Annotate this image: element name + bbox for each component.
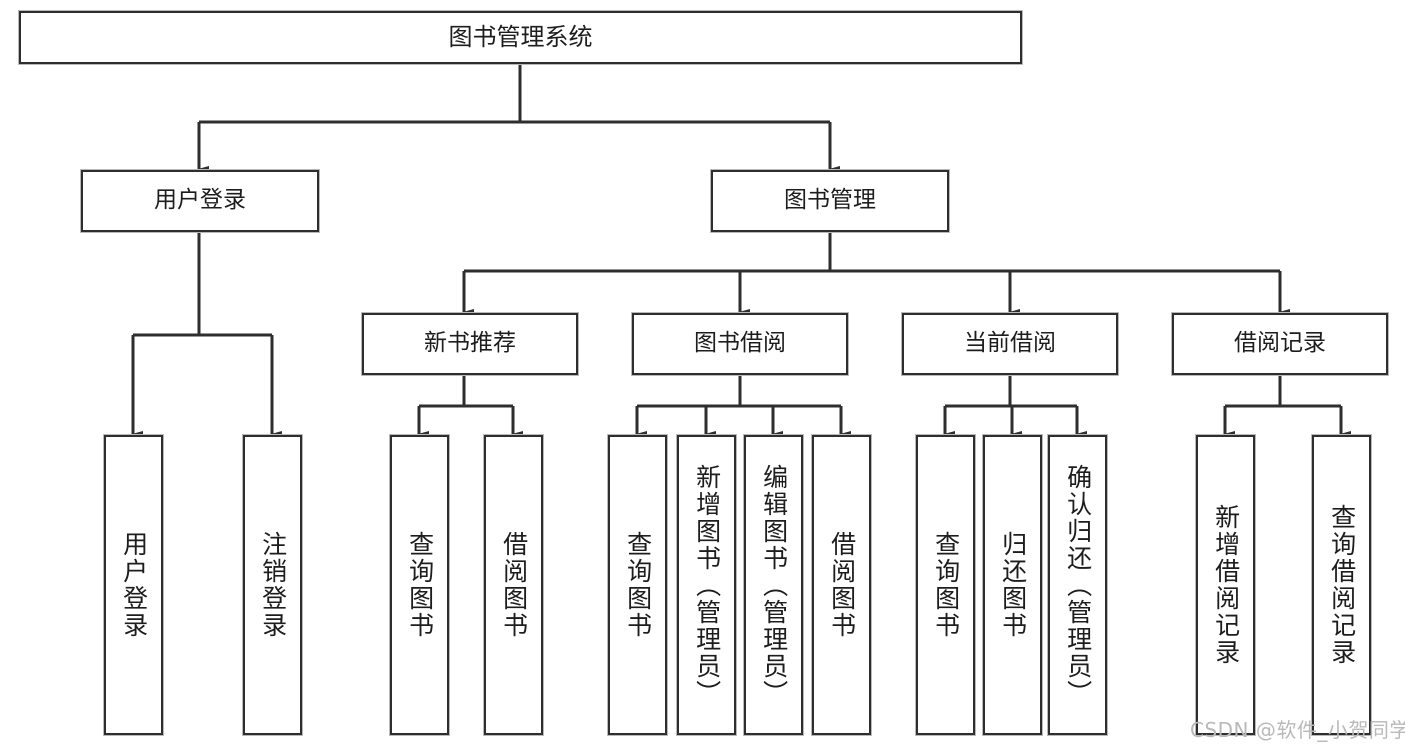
node-user-login[interactable]: 用户登录	[81, 170, 319, 232]
node-label: 图书借阅	[694, 330, 786, 357]
node-root[interactable]: 图书管理系统	[19, 11, 1022, 64]
node-leaf-query-book-1[interactable]: 查询图书	[390, 435, 449, 735]
edge-group	[131, 64, 1351, 437]
node-label: 查询图书	[405, 531, 435, 639]
node-label: 新书推荐	[424, 330, 516, 357]
node-label: 确认归还（管理员）	[1063, 463, 1093, 707]
node-leaf-return-book[interactable]: 归还图书	[983, 435, 1042, 735]
node-label: 当前借阅	[964, 330, 1056, 357]
node-label: 用户登录	[154, 187, 246, 214]
node-label: 借阅图书	[827, 531, 857, 639]
node-label: 编辑图书（管理员）	[759, 463, 789, 707]
node-current-borrow[interactable]: 当前借阅	[902, 313, 1118, 375]
node-leaf-confirm-return[interactable]: 确认归还（管理员）	[1048, 435, 1107, 735]
node-borrow-record[interactable]: 借阅记录	[1172, 313, 1388, 375]
node-leaf-query-book-2[interactable]: 查询图书	[608, 435, 667, 735]
node-label: 图书管理系统	[448, 23, 593, 52]
node-book-borrow[interactable]: 图书借阅	[632, 313, 848, 375]
node-leaf-add-record[interactable]: 新增借阅记录	[1196, 435, 1255, 735]
node-leaf-borrow-book-1[interactable]: 借阅图书	[484, 435, 543, 735]
node-label: 归还图书	[998, 531, 1028, 639]
node-label: 查询图书	[623, 531, 653, 639]
node-leaf-borrow-book-2[interactable]: 借阅图书	[812, 435, 871, 735]
node-leaf-logout[interactable]: 注销登录	[243, 435, 302, 735]
node-new-book-rec[interactable]: 新书推荐	[362, 313, 578, 375]
node-leaf-add-book[interactable]: 新增图书（管理员）	[677, 435, 736, 735]
node-label: 注销登录	[258, 531, 288, 639]
node-label: 查询图书	[931, 531, 961, 639]
node-leaf-edit-book[interactable]: 编辑图书（管理员）	[744, 435, 803, 735]
node-leaf-query-book-3[interactable]: 查询图书	[916, 435, 975, 735]
node-label: 借阅图书	[499, 531, 529, 639]
node-label: 借阅记录	[1234, 330, 1326, 357]
node-label: 新增图书（管理员）	[692, 463, 722, 707]
node-label: 新增借阅记录	[1211, 504, 1241, 666]
node-leaf-query-record[interactable]: 查询借阅记录	[1312, 435, 1371, 735]
node-leaf-user-login[interactable]: 用户登录	[104, 435, 163, 735]
node-label: 用户登录	[119, 531, 149, 639]
node-label: 图书管理	[784, 187, 876, 214]
node-book-manage[interactable]: 图书管理	[711, 170, 949, 232]
watermark-text: CSDN @软件_小贺同学	[1190, 718, 1405, 742]
node-label: 查询借阅记录	[1327, 504, 1357, 666]
